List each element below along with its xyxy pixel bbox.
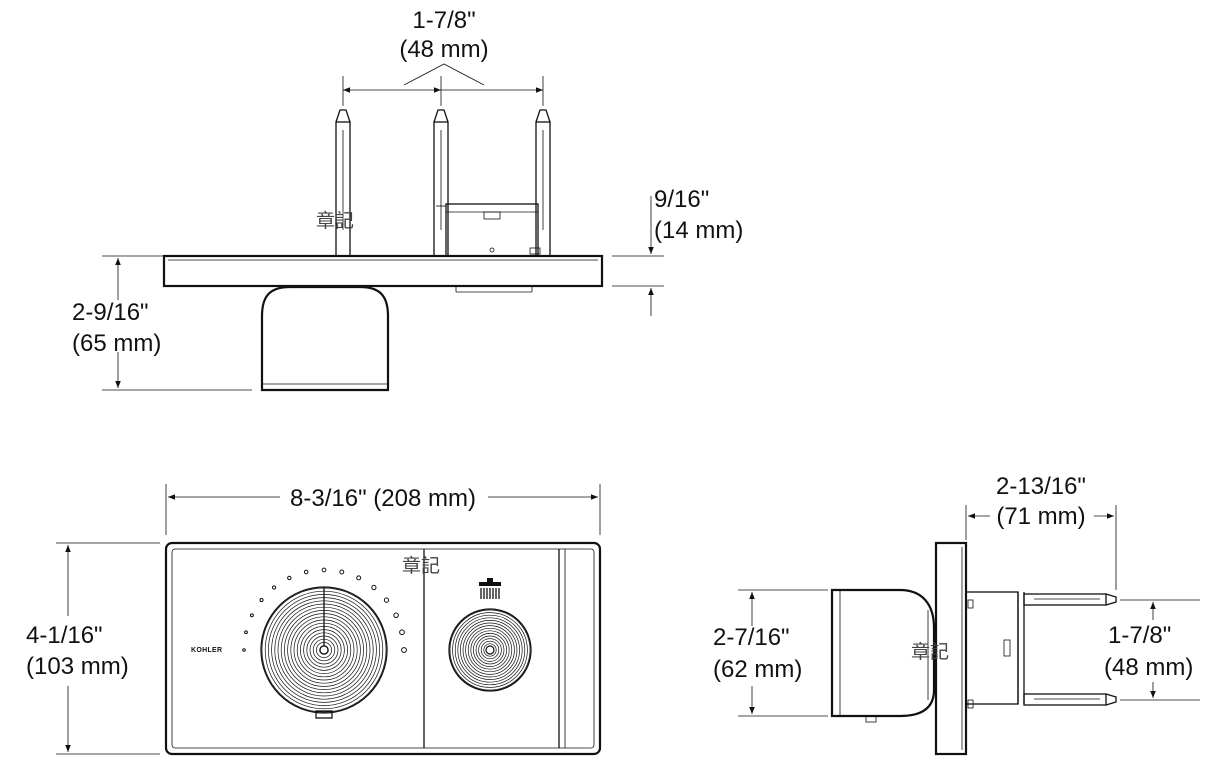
top-view: 1-7/8" (48 mm) 2-9/16" (65 mm) 9/16" (14… [72,7,743,392]
watermark-side: 章記 [911,641,949,663]
scale-dot [339,569,345,575]
side-spacing-in: 1-7/8" [1108,622,1171,649]
scale-dot [303,569,309,575]
scale-dot [393,612,399,619]
side-view: 2-13/16" (71 mm) 2-7/16" (62 mm) 1-7/8" … [713,473,1200,756]
plate-width-label: 8-3/16" (208 mm) [290,485,476,512]
scale-dot [271,585,277,590]
mounting-bracket [436,203,541,257]
diverter-knob-ring [473,633,507,667]
temperature-knob [260,586,388,719]
trim-height-in: 2-9/16" [72,299,149,326]
trim-height-mm: (65 mm) [72,330,161,357]
diverter-knob-rim [448,608,532,692]
diverter-knob-ring [452,612,528,688]
faceplate-front [164,541,602,756]
watermark-top: 章記 [316,210,354,232]
scale-dot [383,597,390,603]
scale-dot [259,598,264,603]
dim-stem-spacing-side: 1-7/8" (48 mm) [1104,599,1200,701]
depth-in: 2-13/16" [996,473,1086,500]
plate-height-in: 4-1/16" [26,622,103,649]
dim-plate-thickness: 9/16" (14 mm) [612,186,743,316]
dim-stem-spacing: 1-7/8" (48 mm) [342,7,544,106]
plate-thickness-in: 9/16" [654,186,709,213]
depth-mm: (71 mm) [996,503,1085,530]
stem-spacing-in: 1-7/8" [412,7,475,34]
plate-height-mm: (103 mm) [26,653,129,680]
diverter-knob-ring [480,640,500,660]
scale-dot [244,630,248,635]
valve-stem-left [335,109,351,257]
temperature-knob-ring-center [319,645,329,655]
valve-stem-lower-side [1023,693,1117,706]
dim-body-height: 2-7/16" (62 mm) [713,589,828,717]
dim-plate-height: 4-1/16" (103 mm) [26,542,160,755]
diverter-knob-ring [483,643,497,657]
dim-plate-width: 8-3/16" (208 mm) [165,484,601,535]
scale-dot [242,648,246,652]
side-spacing-mm: (48 mm) [1104,654,1193,681]
diverter-knob-ring [460,620,520,680]
body-height-mm: (62 mm) [713,656,802,683]
diverter-knob-ring [478,638,502,662]
valve-stem-upper-side [1023,593,1117,606]
scale-dot [371,584,377,591]
showerhead-icon [479,578,501,599]
diverter-knob-ring [475,635,505,665]
watermark-front: 章記 [402,555,440,577]
diverter-knob-ring [454,614,526,686]
knob-body-side [830,588,936,723]
brand-logo: KOHLER [191,647,222,654]
scale-dot [401,647,407,653]
diverter-knob-ring [470,630,510,670]
stem-spacing-mm: (48 mm) [399,36,488,63]
diverter-knob-ring [462,622,518,678]
temperature-scale-dots [242,567,407,653]
front-view: KOHLER [26,484,602,756]
body-height-in: 2-7/16" [713,624,790,651]
valve-stems [335,109,551,257]
plate-thickness-mm: (14 mm) [654,217,743,244]
diverter-knob-ring [465,625,515,675]
temperature-knob-rim [260,586,388,714]
knob-body-top [260,285,390,392]
diverter-knob-ring [467,627,513,673]
scale-dot [287,575,292,581]
scale-dot [249,613,254,618]
faceplate-top [162,254,604,293]
diverter-knob [448,608,532,692]
dim-trim-height: 2-9/16" (65 mm) [72,255,252,391]
scale-dot [399,629,405,636]
scale-dot [321,567,327,573]
diverter-knob-ring [449,609,531,691]
scale-dot [356,575,362,581]
diverter-knob-ring-center [485,645,495,655]
valve-body-side [965,591,1025,709]
diverter-knob-ring [457,617,523,683]
dim-depth: 2-13/16" (71 mm) [965,473,1117,590]
